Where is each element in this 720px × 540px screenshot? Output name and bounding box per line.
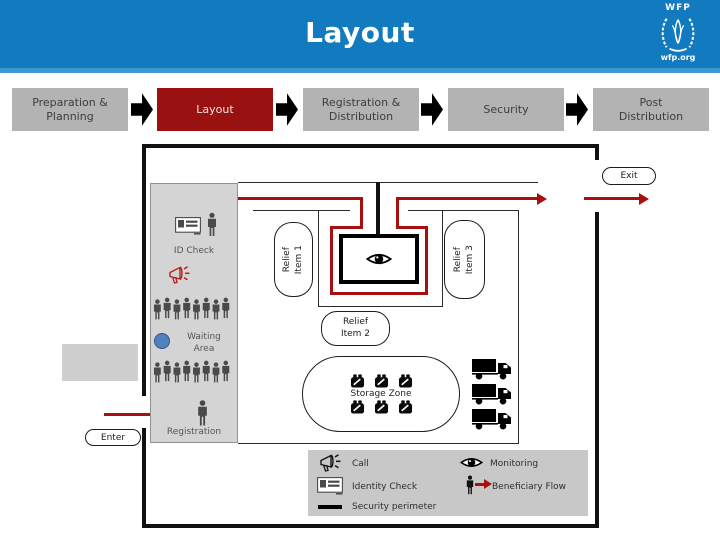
legend-beneficiary-flow-label: Beneficiary Flow (492, 482, 567, 492)
sack-icon (397, 374, 413, 388)
truck-icon (472, 359, 511, 380)
truck-icon (472, 409, 511, 430)
site-wall-right (518, 210, 519, 444)
relief-item-2-station: Relief Item 2 (321, 311, 390, 346)
processing-panel: ID Check Waiting Area Registration (150, 183, 238, 443)
beneficiary-flow-line (396, 226, 428, 229)
relief-item-1-label: Relief Item 1 (281, 244, 304, 275)
megaphone-icon (169, 266, 191, 284)
page-title: Layout (305, 16, 415, 49)
monitor-room-wall-right (442, 211, 443, 307)
beneficiary-flow-sample-arrowhead (484, 479, 492, 489)
blue-dot-icon (154, 333, 170, 349)
legend-security-perimeter-label: Security perimeter (352, 502, 437, 512)
enter-gate-label: Enter (85, 429, 141, 446)
legend-call-label: Call (352, 459, 369, 469)
sack-icon (349, 374, 365, 388)
sack-row (349, 400, 413, 414)
security-perimeter-bottom (142, 524, 599, 528)
security-perimeter-left-upper (142, 144, 146, 396)
step-registration-distribution: Registration & Distribution (303, 88, 419, 131)
wfp-logo: WFP wfp.org (646, 3, 710, 62)
header-band (0, 0, 720, 68)
legend-monitoring-label: Monitoring (490, 459, 539, 469)
blank-note-box (62, 344, 138, 381)
step-layout-active: Layout (157, 88, 273, 131)
corridor-wall-mid-left (253, 210, 350, 211)
crowd-icon (153, 360, 237, 384)
sack-icon (397, 400, 413, 414)
megaphone-icon (320, 454, 342, 472)
monitoring-post (339, 234, 419, 284)
crowd-icon (153, 297, 237, 321)
id-card-icon (175, 217, 202, 235)
eye-icon (366, 253, 392, 265)
waiting-area-label: Waiting Area (187, 332, 221, 355)
flow-arrowhead-to-exit (537, 192, 547, 205)
step-post-distribution: Post Distribution (593, 88, 709, 131)
flow-arrow-icon (276, 93, 298, 126)
legend-identity-check-label: Identity Check (352, 482, 418, 492)
sack-icon (373, 400, 389, 414)
person-icon (208, 212, 216, 236)
id-check-label: ID Check (173, 246, 215, 256)
wfp-website: wfp.org (660, 53, 696, 62)
security-perimeter-left-lower (142, 428, 146, 528)
truck-icon (472, 384, 511, 405)
step-preparation-planning: Preparation & Planning (12, 88, 128, 131)
corridor-wall-mid-right (408, 210, 519, 211)
beneficiary-flow-line (330, 226, 333, 295)
monitor-pole (376, 182, 380, 234)
monitor-room-wall-left (318, 211, 319, 307)
flow-arrow-icon (566, 93, 588, 126)
sack-row (349, 374, 413, 388)
beneficiary-flow-line (360, 197, 363, 229)
corridor-wall-top (238, 182, 538, 183)
flow-arrow-icon (131, 93, 153, 126)
sack-icon (349, 400, 365, 414)
beneficiary-flow-sample (475, 483, 486, 486)
beneficiary-flow-line (396, 197, 537, 200)
id-card-icon (317, 477, 344, 495)
person-icon (466, 475, 474, 495)
eye-icon (460, 457, 483, 468)
relief-item-3-label: Relief Item 3 (452, 244, 475, 275)
wfp-emblem-icon (661, 17, 695, 52)
exit-arrowhead (639, 192, 649, 205)
security-perimeter-top (142, 144, 599, 148)
header-accent-strip (0, 68, 720, 73)
relief-item-3-station: Relief Item 3 (444, 220, 485, 299)
step-security: Security (448, 88, 564, 131)
flow-arrow-icon (421, 93, 443, 126)
beneficiary-flow-line (330, 226, 363, 229)
enter-flow-line (104, 413, 157, 416)
monitor-room-wall-bottom (318, 306, 443, 307)
storage-zone-label: Storage Zone (350, 389, 412, 399)
sack-icon (373, 374, 389, 388)
beneficiary-flow-line (228, 197, 363, 200)
legend: Call Identity Check Security perimeter M… (308, 450, 588, 516)
registration-label: Registration (166, 427, 222, 437)
exit-gate-label: Exit (602, 167, 656, 185)
beneficiary-flow-line (330, 292, 428, 295)
person-icon (198, 400, 207, 426)
wfp-wordmark: WFP (665, 3, 691, 13)
beneficiary-flow-line (396, 197, 399, 229)
security-perimeter-right-lower (595, 212, 599, 528)
storage-zone: Storage Zone (302, 356, 460, 432)
security-perimeter-right-upper (595, 144, 599, 160)
exit-flow-line (584, 197, 639, 200)
beneficiary-flow-line (425, 226, 428, 295)
site-wall-bottom (238, 443, 519, 444)
perimeter-line-sample (318, 505, 342, 509)
relief-item-1-station: Relief Item 1 (274, 222, 313, 297)
